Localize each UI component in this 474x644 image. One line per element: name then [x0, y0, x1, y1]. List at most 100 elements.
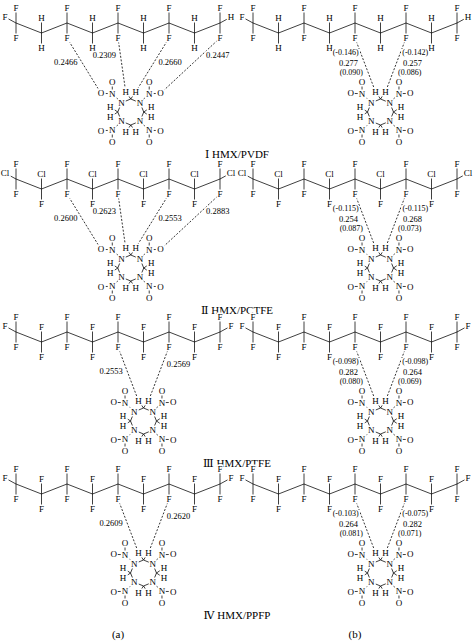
atom-label: H	[119, 563, 128, 572]
atom-label: Cl	[237, 169, 248, 178]
atom-label: F	[402, 495, 409, 504]
atom-label: O	[347, 435, 356, 444]
bond-line	[169, 332, 195, 342]
atom-label: N	[121, 587, 130, 596]
atom-label: F	[38, 353, 45, 362]
atom-label: N	[117, 273, 126, 282]
atom-label: F	[63, 313, 70, 322]
atom-label: H	[371, 437, 380, 446]
atom-label: N	[358, 550, 367, 559]
atom-label: O	[145, 293, 154, 302]
distance-value: 0.2309	[92, 51, 117, 60]
atom-label: N	[145, 89, 154, 98]
atom-label: O	[406, 282, 415, 291]
atom-label: O	[97, 282, 106, 291]
atom-label: H	[134, 396, 143, 405]
atom-label: F	[377, 353, 384, 362]
atom-label: O	[347, 89, 356, 98]
atom-label: O	[108, 137, 117, 146]
bond-line	[118, 484, 144, 494]
atom-label: F	[464, 322, 471, 331]
atom-label: F	[140, 475, 147, 484]
atom-label: Cl	[426, 170, 437, 179]
atom-label: F	[1, 13, 8, 22]
bond-line	[432, 179, 458, 189]
atom-label: O	[395, 387, 404, 396]
atom-label: F	[351, 343, 358, 352]
atom-label: H	[106, 258, 115, 267]
atom-label: H	[274, 14, 283, 23]
bond-line	[144, 179, 170, 189]
panel-title: Ⅱ HMX/PCTFE	[200, 305, 274, 316]
bond-line	[279, 484, 305, 494]
atom-label: F	[216, 34, 223, 43]
charge-value: (-0.075)	[401, 510, 429, 518]
atom-label: F	[114, 313, 121, 322]
atom-label: O	[110, 435, 119, 444]
atom-label: F	[300, 465, 307, 474]
atom-label: N	[121, 550, 130, 559]
atom-label: F	[275, 200, 282, 209]
bond-line	[330, 484, 356, 494]
atom-label: F	[191, 475, 198, 484]
atom-label: H	[134, 437, 143, 446]
atom-label: H	[121, 243, 130, 252]
bond-line	[253, 179, 279, 189]
charge-value: (-0.115)	[401, 205, 429, 213]
atom-label: N	[148, 426, 157, 435]
charge-value: (-0.115)	[332, 205, 360, 213]
atom-label: F	[227, 474, 234, 483]
atom-label: O	[158, 446, 167, 455]
distance-value: 0.282	[338, 368, 359, 377]
atom-label: O	[110, 587, 119, 596]
distance-value: 0.2883	[205, 207, 230, 216]
atom-label: F	[249, 190, 256, 199]
atom-label: H	[371, 128, 380, 137]
hydrogen-bond	[149, 347, 169, 401]
atom-label: F	[300, 4, 307, 13]
atom-label: H	[381, 589, 390, 598]
atom-label: H	[139, 44, 148, 53]
atom-label: N	[395, 587, 404, 596]
atom-label: H	[147, 102, 156, 111]
atom-label: F	[300, 160, 307, 169]
atom-label: H	[381, 437, 390, 446]
atom-label: N	[130, 578, 139, 587]
bond-line	[253, 484, 279, 494]
atom-label: O	[169, 398, 178, 407]
atom-label: H	[371, 284, 380, 293]
atom-label: H	[356, 258, 365, 267]
charge-value: (0.080)	[339, 378, 364, 386]
charge-value: (0.073)	[397, 225, 422, 233]
atom-label: F	[216, 4, 223, 13]
atom-label: F	[428, 475, 435, 484]
atom-label: O	[121, 387, 130, 396]
atom-label: F	[351, 4, 358, 13]
atom-label: H	[121, 284, 130, 293]
atom-label: F	[453, 495, 460, 504]
atom-label: H	[227, 13, 236, 22]
atom-label: O	[97, 245, 106, 254]
atom-label: N	[136, 254, 145, 263]
bond-line	[118, 23, 144, 33]
atom-label: N	[108, 282, 117, 291]
atom-label: N	[385, 98, 394, 107]
bond-line	[381, 484, 407, 494]
atom-label: F	[238, 322, 245, 331]
bond-line	[253, 332, 279, 342]
charge-value: (-0.103)	[332, 510, 360, 518]
charge-value: (0.069)	[397, 378, 422, 386]
bond-line	[169, 484, 195, 494]
atom-label: Cl	[324, 170, 335, 179]
bond-line	[144, 23, 170, 33]
distance-value: 0.2609	[98, 519, 123, 528]
atom-label: F	[38, 200, 45, 209]
atom-label: F	[402, 190, 409, 199]
atom-label: N	[158, 435, 167, 444]
atom-label: H	[397, 258, 406, 267]
bond-line	[330, 179, 356, 189]
atom-label: Cl	[189, 170, 200, 179]
bond-line	[67, 332, 93, 342]
atom-label: O	[358, 446, 367, 455]
